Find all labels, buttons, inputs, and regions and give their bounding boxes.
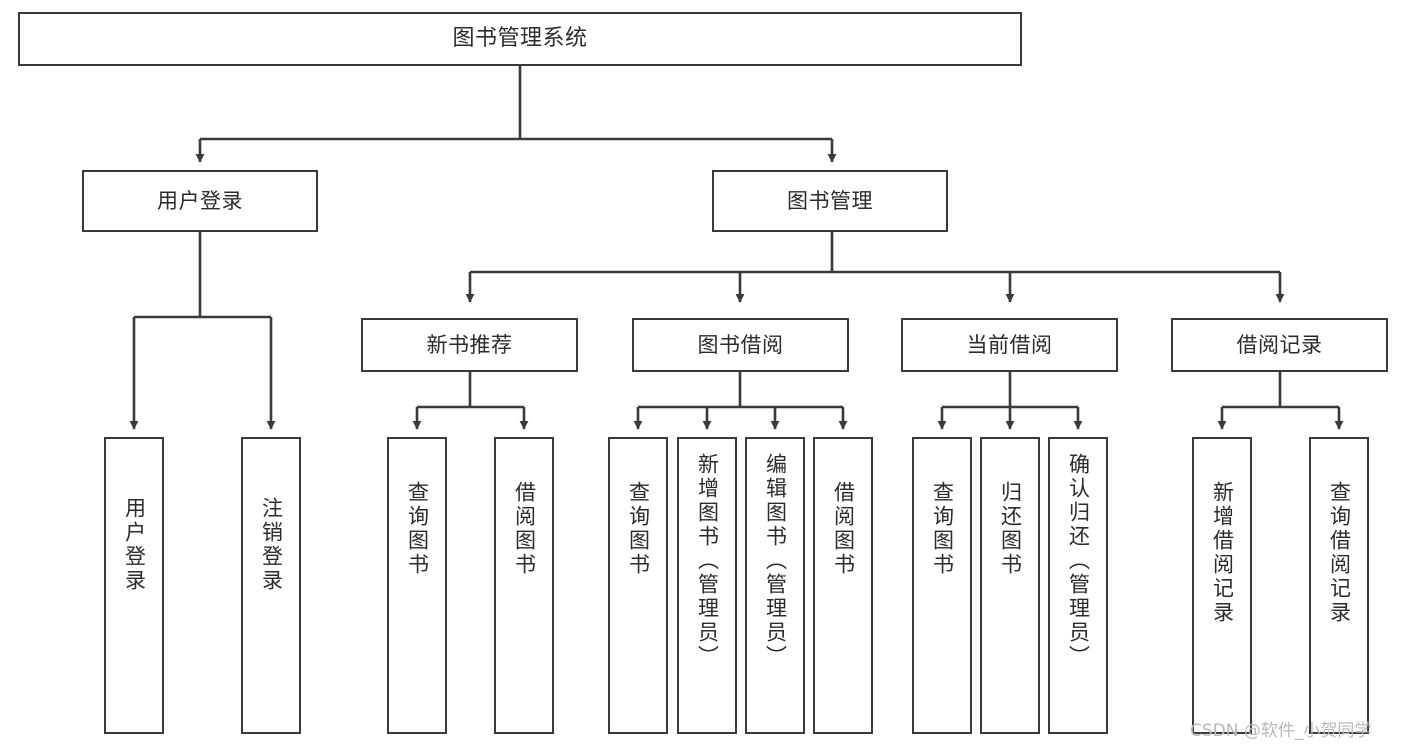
leaf-logout[interactable]: 注销登录 [241,437,301,734]
node-label: 借阅图书 [831,481,856,577]
leaf-query-book-newbook[interactable]: 查询图书 [387,437,447,734]
leaf-add-book-admin[interactable]: 新增图书（管理员） [677,437,737,734]
node-current-borrowing[interactable]: 当前借阅 [901,318,1118,372]
leaf-return-book[interactable]: 归还图书 [980,437,1040,734]
node-label: 新书推荐 [426,332,513,357]
node-label: 编辑图书（管理员） [763,453,788,669]
node-label: 图书管理系统 [452,26,588,51]
node-label: 新增图书（管理员） [695,453,720,669]
node-label: 查询图书 [626,481,651,577]
node-label: 新增借阅记录 [1210,481,1235,625]
node-label: 图书借阅 [697,332,784,357]
node-new-book-recommendation[interactable]: 新书推荐 [361,318,578,372]
leaf-borrow-book-newbook[interactable]: 借阅图书 [494,437,554,734]
leaf-edit-book-admin[interactable]: 编辑图书（管理员） [745,437,805,734]
node-label: 借阅记录 [1236,332,1323,357]
node-borrow-records[interactable]: 借阅记录 [1171,318,1388,372]
leaf-borrow-book[interactable]: 借阅图书 [813,437,873,734]
node-label: 查询图书 [405,481,430,577]
leaf-user-login[interactable]: 用户登录 [104,437,164,734]
leaf-query-borrow-record[interactable]: 查询借阅记录 [1309,437,1369,734]
node-book-borrowing[interactable]: 图书借阅 [632,318,849,372]
node-label: 查询借阅记录 [1327,481,1352,625]
node-label: 注销登录 [259,497,284,593]
node-label: 图书管理 [787,188,873,213]
csdn-watermark: CSDN @软件_小贺同学 [1190,721,1372,741]
node-label: 归还图书 [998,481,1023,577]
node-label: 用户登录 [157,188,243,213]
leaf-query-book-current[interactable]: 查询图书 [912,437,972,734]
node-user-login[interactable]: 用户登录 [82,170,318,232]
node-root-book-management-system[interactable]: 图书管理系统 [18,12,1022,66]
leaf-add-borrow-record[interactable]: 新增借阅记录 [1192,437,1252,734]
node-label: 当前借阅 [966,332,1053,357]
node-book-management[interactable]: 图书管理 [712,170,948,232]
leaf-confirm-return-admin[interactable]: 确认归还（管理员） [1048,437,1108,734]
node-label: 用户登录 [122,497,147,593]
node-label: 借阅图书 [512,481,537,577]
node-label: 确认归还（管理员） [1066,453,1091,669]
leaf-query-book-borrow[interactable]: 查询图书 [608,437,668,734]
node-label: 查询图书 [930,481,955,577]
